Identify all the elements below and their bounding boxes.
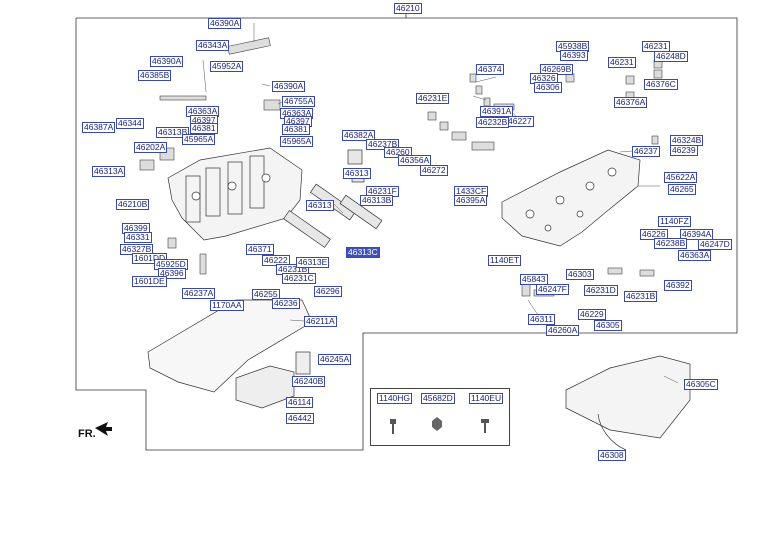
part-label[interactable]: 46344 bbox=[116, 118, 144, 129]
legend-code[interactable]: 45682D bbox=[421, 393, 455, 404]
part-label[interactable]: 46390A bbox=[208, 18, 242, 29]
part-label[interactable]: 46231 bbox=[608, 57, 636, 68]
part-label[interactable]: 1601DD bbox=[132, 253, 168, 264]
part-label[interactable]: 46260 bbox=[384, 147, 412, 158]
part-label[interactable]: 46393 bbox=[560, 50, 588, 61]
screw-icon bbox=[481, 419, 489, 433]
part-label[interactable]: 46755A bbox=[282, 96, 316, 107]
front-label: FR. bbox=[78, 428, 96, 440]
part-label[interactable]: 46385B bbox=[138, 70, 172, 81]
fastener-legend-table: 1140HG 45682D 1140EU bbox=[370, 388, 510, 446]
part-label[interactable]: 46296 bbox=[314, 286, 342, 297]
small-parts bbox=[139, 37, 663, 297]
part-label[interactable]: 46395A bbox=[454, 195, 488, 206]
legend-code[interactable]: 1140EU bbox=[469, 393, 504, 404]
part-label[interactable]: 1601DE bbox=[132, 276, 167, 287]
part-label[interactable]: 46343A bbox=[196, 40, 230, 51]
part-label[interactable]: 46313A bbox=[92, 166, 126, 177]
part-label[interactable]: 1170AA bbox=[210, 300, 244, 311]
upper-valve-body bbox=[167, 147, 303, 241]
part-label[interactable]: 46211A bbox=[304, 316, 337, 327]
part-label[interactable]: 46248D bbox=[654, 51, 688, 62]
part-label[interactable]: 46265 bbox=[668, 184, 696, 195]
part-label[interactable]: 46313B bbox=[360, 195, 394, 206]
part-label[interactable]: 1140ET bbox=[488, 255, 522, 266]
part-label[interactable]: 46390A bbox=[272, 81, 306, 92]
part-label[interactable]: 46381 bbox=[190, 123, 218, 134]
part-label[interactable]: 46374 bbox=[476, 64, 504, 75]
part-label[interactable]: 46231C bbox=[282, 273, 316, 284]
lower-valve-body bbox=[501, 149, 641, 247]
part-label[interactable]: 46371 bbox=[246, 244, 274, 255]
part-label[interactable]: 46227 bbox=[506, 116, 534, 127]
part-label[interactable]: 46210B bbox=[116, 199, 150, 210]
part-label[interactable]: 46313C bbox=[346, 247, 380, 258]
front-arrow-icon bbox=[95, 422, 112, 436]
part-label[interactable]: 46313E bbox=[296, 257, 330, 268]
part-label[interactable]: 46376A bbox=[614, 97, 648, 108]
part-label[interactable]: 46231D bbox=[584, 285, 618, 296]
part-label[interactable]: 46114 bbox=[286, 397, 314, 408]
part-label[interactable]: 46255 bbox=[252, 289, 280, 300]
nut-icon bbox=[432, 417, 442, 431]
part-label[interactable]: 46394A bbox=[680, 229, 714, 240]
part-label[interactable]: 46305C bbox=[684, 379, 718, 390]
part-label[interactable]: 46245A bbox=[318, 354, 352, 365]
part-label[interactable]: 46311 bbox=[528, 314, 556, 325]
part-label[interactable]: 46222 bbox=[262, 255, 290, 266]
wiring-harness-bracket bbox=[565, 355, 691, 451]
legend-cell: 45682D bbox=[419, 389, 455, 444]
part-label[interactable]: 46382A bbox=[342, 130, 376, 141]
part-label[interactable]: 46231E bbox=[416, 93, 450, 104]
part-label[interactable]: 45965A bbox=[280, 136, 314, 147]
part-label[interactable]: 45843 bbox=[520, 274, 548, 285]
part-label[interactable]: 46313 bbox=[343, 168, 371, 179]
part-label[interactable]: 46238B bbox=[654, 238, 688, 249]
part-label[interactable]: 46442 bbox=[286, 413, 314, 424]
part-label[interactable]: 1140FZ bbox=[658, 216, 691, 227]
part-label[interactable]: 46390A bbox=[150, 56, 184, 67]
part-label[interactable]: 46247F bbox=[536, 284, 569, 295]
part-label[interactable]: 46237A bbox=[182, 288, 216, 299]
solenoid-block bbox=[235, 351, 311, 409]
part-label[interactable]: 46232B bbox=[476, 117, 510, 128]
part-label[interactable]: 46239 bbox=[670, 145, 698, 156]
part-label[interactable]: 46240B bbox=[292, 376, 326, 387]
part-label[interactable]: 46236 bbox=[272, 298, 300, 309]
part-label[interactable]: 45965A bbox=[182, 134, 216, 145]
part-label[interactable]: 46376C bbox=[644, 79, 678, 90]
part-label[interactable]: 46229 bbox=[578, 309, 606, 320]
legend-code[interactable]: 1140HG bbox=[377, 393, 413, 404]
part-label[interactable]: 46202A bbox=[134, 142, 168, 153]
part-label[interactable]: 46391A bbox=[480, 106, 514, 117]
part-label[interactable]: 46363A bbox=[678, 250, 712, 261]
part-label[interactable]: 46226 bbox=[640, 229, 668, 240]
part-label[interactable]: 46237 bbox=[632, 146, 660, 157]
part-label[interactable]: 46392 bbox=[664, 280, 692, 291]
part-label[interactable]: 46210 bbox=[394, 3, 422, 14]
separator-plate bbox=[147, 299, 313, 393]
part-label[interactable]: 46305 bbox=[594, 320, 622, 331]
part-label[interactable]: 45622A bbox=[664, 172, 698, 183]
part-label[interactable]: 46231B bbox=[624, 291, 658, 302]
part-label[interactable]: 46247D bbox=[698, 239, 732, 250]
part-label[interactable]: 46306 bbox=[534, 82, 562, 93]
part-label[interactable]: 46387A bbox=[82, 122, 116, 133]
part-label[interactable]: 46396 bbox=[158, 268, 186, 279]
bolt-icon bbox=[390, 419, 396, 434]
part-label[interactable]: 46331 bbox=[124, 232, 152, 243]
part-label[interactable]: 46313 bbox=[306, 200, 334, 211]
legend-cell: 1140HG bbox=[375, 389, 413, 444]
part-label[interactable]: 46356A bbox=[398, 155, 432, 166]
part-label[interactable]: 46381 bbox=[282, 124, 310, 135]
part-label[interactable]: 46237B bbox=[366, 139, 400, 150]
part-label[interactable]: 46303 bbox=[566, 269, 594, 280]
legend-cell: 1140EU bbox=[467, 389, 504, 444]
part-label[interactable]: 46260A bbox=[546, 325, 580, 336]
part-label[interactable]: 45952A bbox=[210, 61, 244, 72]
part-label[interactable]: 46272 bbox=[420, 165, 448, 176]
part-label[interactable]: 46308 bbox=[598, 450, 626, 461]
part-label[interactable]: 46313B bbox=[156, 127, 190, 138]
